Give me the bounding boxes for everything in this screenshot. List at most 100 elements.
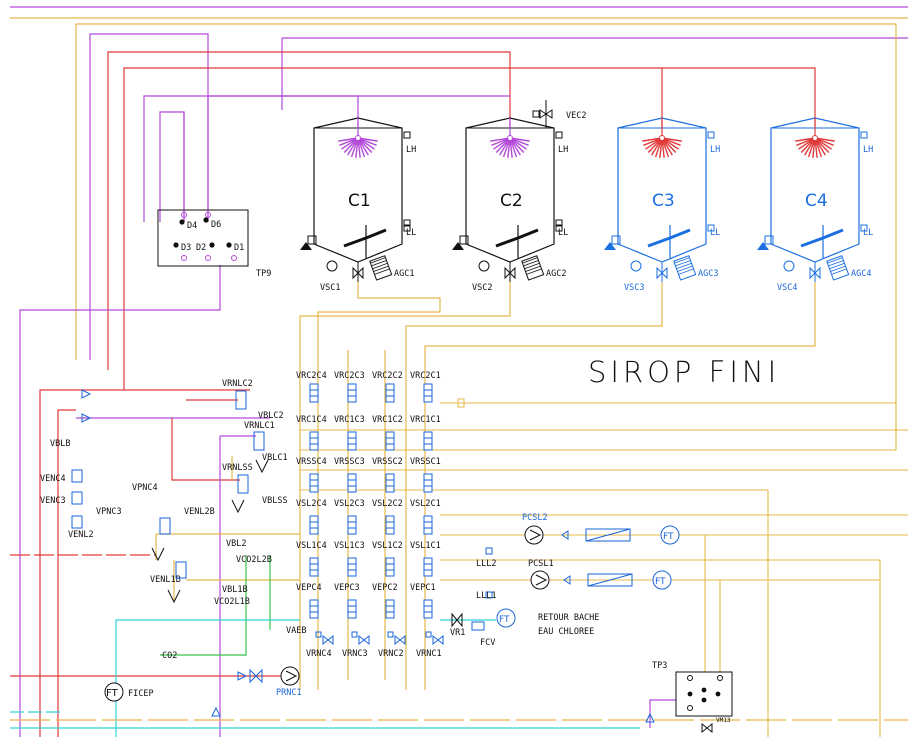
svg-text:LL: LL	[406, 228, 416, 238]
tp9-label: TP9	[256, 269, 271, 279]
matrix-valve-vrc1c1[interactable]: VRC1C1	[410, 415, 441, 451]
agitator-label: AGC3	[698, 269, 718, 279]
svg-text:FT: FT	[663, 532, 674, 542]
tank-label: C4	[805, 191, 828, 211]
svg-text:VAEB: VAEB	[286, 626, 306, 636]
pump-chain-pcsl2[interactable]: PCSL2 FT	[522, 513, 680, 545]
matrix-valve-vsl1c3[interactable]: VSL1C3	[334, 541, 365, 577]
matrix-valve-vepc1[interactable]: VEPC1	[410, 583, 436, 619]
return-line[interactable]: VR1 FCV FT RETOUR BACHE EAU CHLOREE	[440, 608, 599, 648]
svg-text:VRNC4: VRNC4	[306, 649, 332, 659]
svg-text:TP3: TP3	[652, 661, 667, 671]
matrix-valve-vsl2c1[interactable]: VSL2C1	[410, 499, 441, 535]
section-title: SIROP FINI	[588, 355, 780, 389]
tank-label: C3	[652, 191, 675, 211]
svg-text:VEC2: VEC2	[566, 111, 586, 121]
svg-text:VEPC2: VEPC2	[372, 583, 398, 593]
outlet-valve-label: VSC2	[472, 283, 492, 293]
left-labels: VRNLC2 VBLC2 VRNLC1 VBLC1 VRNLSS VBLSS V…	[40, 379, 306, 661]
flow-transmitter-ficep[interactable]: FT FICEP	[104, 682, 154, 702]
matrix-valve-vrssc1[interactable]: VRSSC1	[410, 457, 441, 493]
svg-text:VSL2C4: VSL2C4	[296, 499, 327, 509]
tank-label: C2	[500, 191, 523, 211]
matrix-valve-vrssc3[interactable]: VRSSC3	[334, 457, 365, 493]
svg-text:VRSSC4: VRSSC4	[296, 457, 327, 467]
matrix-valve-vsl1c2[interactable]: VSL1C2	[372, 541, 403, 577]
matrix-valve-vrssc2[interactable]: VRSSC2	[372, 457, 403, 493]
matrix-valve-vsl2c3[interactable]: VSL2C3	[334, 499, 365, 535]
matrix-valve-vrc2c2[interactable]: VRC2C2	[372, 371, 403, 403]
svg-text:VRNC3: VRNC3	[342, 649, 368, 659]
agitator-label: AGC4	[851, 269, 871, 279]
svg-text:VBLC1: VBLC1	[262, 453, 288, 463]
matrix-valve-vrnc3[interactable]: VRNC3	[342, 631, 370, 659]
svg-text:VENL2B: VENL2B	[184, 507, 215, 517]
svg-text:VBL2: VBL2	[226, 539, 246, 549]
matrix-valve-vrc1c2[interactable]: VRC1C2	[372, 415, 403, 451]
tank-group: C1LHLLAGC1VSC1C2LHLLAGC2VSC2C3LHLLAGC3VS…	[300, 117, 873, 293]
svg-text:VRSSC3: VRSSC3	[334, 457, 365, 467]
tp9-port-d2: D2	[196, 243, 206, 253]
svg-text:VRC1C2: VRC1C2	[372, 415, 403, 425]
agitator-label: AGC1	[394, 269, 414, 279]
svg-text:VRNC1: VRNC1	[416, 649, 442, 659]
svg-text:VENC3: VENC3	[40, 496, 66, 506]
svg-text:VSL2C3: VSL2C3	[334, 499, 365, 509]
matrix-valve-vrc1c3[interactable]: VRC1C3	[334, 415, 365, 451]
svg-text:VEPC3: VEPC3	[334, 583, 360, 593]
matrix-valve-vrc2c1[interactable]: VRC2C1	[410, 371, 441, 403]
agitator-label: AGC2	[546, 269, 566, 279]
matrix-valve-vepc2[interactable]: VEPC2	[372, 583, 398, 619]
matrix-valve-vepc4[interactable]: VEPC4	[296, 583, 322, 619]
svg-text:FT: FT	[655, 577, 666, 587]
matrix-valve-vsl2c2[interactable]: VSL2C2	[372, 499, 403, 535]
pump-chain-pcsl1[interactable]: PCSL1 FT	[528, 559, 672, 590]
svg-text:LLL2: LLL2	[476, 559, 496, 569]
svg-text:PRNC1: PRNC1	[276, 688, 302, 698]
matrix-valve-vsl1c4[interactable]: VSL1C4	[296, 541, 327, 577]
outlet-valve-label: VSC1	[320, 283, 340, 293]
matrix-valve-vsl1c1[interactable]: VSL1C1	[410, 541, 441, 577]
matrix-valve-vepc3[interactable]: VEPC3	[334, 583, 360, 619]
tp3-panel: TP3 VM13	[652, 661, 733, 734]
svg-text:RETOUR BACHE: RETOUR BACHE	[538, 613, 599, 623]
svg-text:LL: LL	[710, 228, 720, 238]
svg-text:VPNC3: VPNC3	[96, 507, 122, 517]
matrix-valve-vsl2c4[interactable]: VSL2C4	[296, 499, 327, 535]
svg-text:VR1: VR1	[450, 628, 465, 638]
svg-text:LH: LH	[710, 145, 720, 155]
svg-text:LL: LL	[863, 228, 873, 238]
svg-text:VM13: VM13	[716, 717, 731, 724]
matrix-valve-vrnc2[interactable]: VRNC2	[378, 631, 406, 659]
svg-text:VSL1C4: VSL1C4	[296, 541, 327, 551]
matrix-valve-vrnc4[interactable]: VRNC4	[306, 631, 334, 659]
svg-text:LH: LH	[406, 145, 416, 155]
pump-prnc1[interactable]: PRNC1	[249, 666, 302, 698]
svg-text:VRC1C4: VRC1C4	[296, 415, 327, 425]
svg-text:PCSL1: PCSL1	[528, 559, 554, 569]
matrix-valve-vrc1c4[interactable]: VRC1C4	[296, 415, 327, 451]
svg-text:VBL1B: VBL1B	[222, 585, 248, 595]
matrix-valve-vrssc4[interactable]: VRSSC4	[296, 457, 327, 493]
svg-text:FICEP: FICEP	[128, 689, 154, 699]
svg-text:VRNLC1: VRNLC1	[244, 421, 275, 431]
svg-text:VSL2C1: VSL2C1	[410, 499, 441, 509]
svg-text:VRSSC2: VRSSC2	[372, 457, 403, 467]
outlet-valve-label: VSC3	[624, 283, 644, 293]
vent-valve-vec2[interactable]: VEC2	[532, 100, 586, 128]
matrix-valve-vrc2c3[interactable]: VRC2C3	[334, 371, 365, 403]
matrix-valve-vrnc1[interactable]: VRNC1	[416, 631, 444, 659]
matrix-valve-vrc2c4[interactable]: VRC2C4	[296, 371, 327, 403]
svg-text:VRC2C1: VRC2C1	[410, 371, 441, 381]
funnels	[151, 459, 269, 604]
svg-text:VPNC4: VPNC4	[132, 483, 158, 493]
svg-text:LH: LH	[558, 145, 568, 155]
tp9-port-d3: D3	[181, 243, 191, 253]
svg-text:VRC2C4: VRC2C4	[296, 371, 327, 381]
svg-text:VRSSC1: VRSSC1	[410, 457, 441, 467]
